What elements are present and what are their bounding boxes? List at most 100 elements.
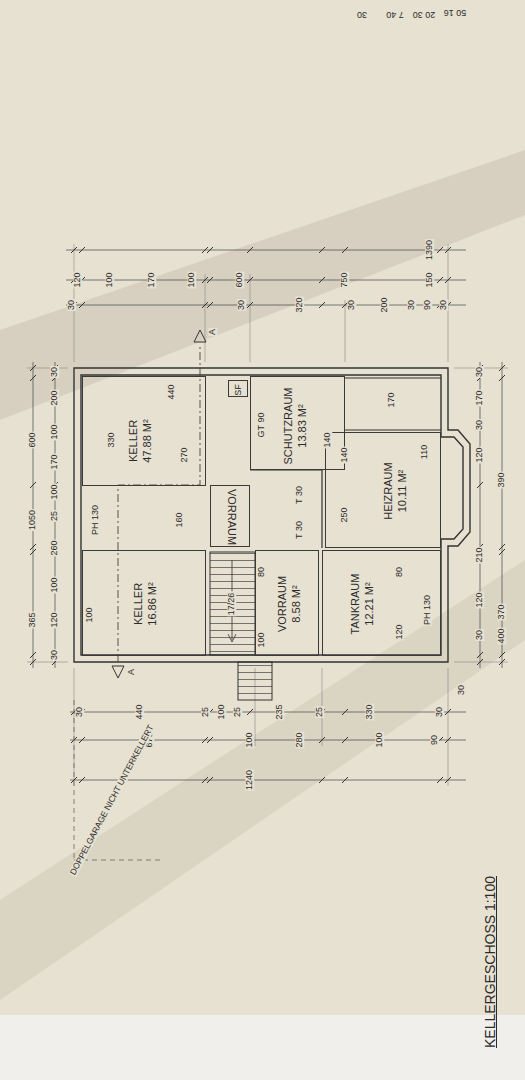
annotation: T 30 <box>295 520 304 540</box>
room-name: SF <box>233 384 244 396</box>
annotation: PH 130 <box>423 594 432 626</box>
dimension: 25 <box>233 706 242 718</box>
dimension: 30 <box>439 299 448 311</box>
room-area: 47.88 M² <box>141 419 155 462</box>
dimension: 20 30 <box>412 9 437 18</box>
dimension: 330 <box>107 431 116 448</box>
dimension: 25 <box>201 706 210 718</box>
table-surface <box>0 1015 525 1080</box>
room-label-group: TANKRAUM12.21 M² <box>349 574 377 635</box>
room-area: 16.86 M² <box>146 582 160 625</box>
dimension: 100 <box>217 703 226 720</box>
dimension: 7 40 <box>385 9 405 18</box>
dimension: 100 <box>187 271 196 288</box>
dimension: 100 <box>50 423 59 440</box>
dimension: 80 <box>395 566 404 578</box>
dimension: 170 <box>50 453 59 470</box>
drawing-title: KELLERGESCHOSS 1:100 <box>482 876 498 1048</box>
shadow <box>0 560 525 1000</box>
room-label-group: KELLER16.86 M² <box>132 582 160 625</box>
dimension: 100 <box>50 483 59 500</box>
room-area: 13.83 M² <box>296 388 310 465</box>
dimension: 140 <box>323 431 332 448</box>
dimension: 750 <box>340 271 349 288</box>
dimension: 235 <box>275 703 284 720</box>
dimension: 390 <box>497 471 506 488</box>
annotation: PH 130 <box>91 504 100 536</box>
dimension: 100 <box>245 731 254 748</box>
room-label-group: VORRAUM8.58 M² <box>276 576 304 632</box>
dimension: 100 <box>85 606 94 623</box>
dimension: 30 <box>67 299 76 311</box>
dimension: 210 <box>475 546 484 563</box>
dimension: 30 <box>475 366 484 378</box>
dimension: 90 <box>423 299 432 311</box>
dimension: 600 <box>235 271 244 288</box>
dimension: 120 <box>475 591 484 608</box>
dimension: 150 <box>425 271 434 288</box>
annotation: A <box>127 668 136 676</box>
dimension: 30 <box>50 649 59 661</box>
dimension: 365 <box>28 611 37 628</box>
dimension-lines <box>33 250 502 780</box>
dimension: 30 <box>457 684 466 696</box>
dimension: 1390 <box>425 239 434 261</box>
room-label-group: HEIZRAUM10.11 M² <box>382 462 410 519</box>
dimension: 30 <box>237 299 246 311</box>
stair-arrow <box>228 560 236 642</box>
dimension: 110 <box>420 444 429 460</box>
extension-lines <box>27 244 508 786</box>
dimension: 370 <box>497 603 506 620</box>
dimension: 17/26 <box>227 592 236 617</box>
staircase <box>210 552 255 655</box>
dimension: 440 <box>167 383 176 400</box>
shaft-box: SF <box>228 380 248 397</box>
room-name: HEIZRAUM <box>382 462 396 519</box>
room-name: VORRAUM <box>224 489 238 545</box>
outer-walls <box>74 368 470 662</box>
dimension: 200 <box>50 389 59 406</box>
room: VORRAUM <box>210 485 250 547</box>
dimension: 280 <box>295 731 304 748</box>
dimension: 120 <box>73 271 82 288</box>
room-name: KELLER <box>127 419 141 462</box>
dimension: 120 <box>395 623 404 640</box>
dimension: 120 <box>50 611 59 628</box>
dimension: 170 <box>475 389 484 406</box>
dimension: 30 <box>407 299 416 311</box>
annotation: A <box>208 328 217 336</box>
dimension: 100 <box>257 631 266 648</box>
dimension: 1240 <box>245 769 254 791</box>
dimension: 170 <box>147 271 156 288</box>
dimension: 80 <box>257 566 266 578</box>
dimension: 600 <box>28 431 37 448</box>
room-name: SCHUTZRAUM <box>282 388 296 465</box>
room-label-group: KELLER47.88 M² <box>127 419 155 462</box>
dimension: 400 <box>497 627 506 644</box>
dimension: 30 <box>356 9 368 18</box>
dimension: 30 <box>75 706 84 718</box>
dimension: 100 <box>375 731 384 748</box>
dimension: 270 <box>180 446 189 463</box>
dimension: 50 16 <box>443 7 468 16</box>
dimension: 330 <box>365 703 374 720</box>
dimension: 100 <box>50 576 59 593</box>
section-marker <box>112 666 124 678</box>
dimension-ticks <box>30 247 505 783</box>
dimension: 25 <box>315 706 324 718</box>
dimension: 30 <box>475 629 484 641</box>
room-area: 12.21 M² <box>363 574 377 635</box>
dimension: 170 <box>387 391 396 408</box>
dimension: 100 <box>105 271 114 288</box>
dimension: 440 <box>135 703 144 720</box>
room-label-group: SCHUTZRAUM13.83 M² <box>282 388 310 465</box>
inner-walls <box>250 378 441 548</box>
room-name: KELLER <box>132 582 146 625</box>
dimension: 120 <box>475 446 484 463</box>
room-area: 8.58 M² <box>290 576 304 632</box>
room-name: TANKRAUM <box>349 574 363 635</box>
room-area: 10.11 M² <box>396 462 410 519</box>
dimension: 140 <box>340 446 349 463</box>
annotation: T 30 <box>295 485 304 505</box>
